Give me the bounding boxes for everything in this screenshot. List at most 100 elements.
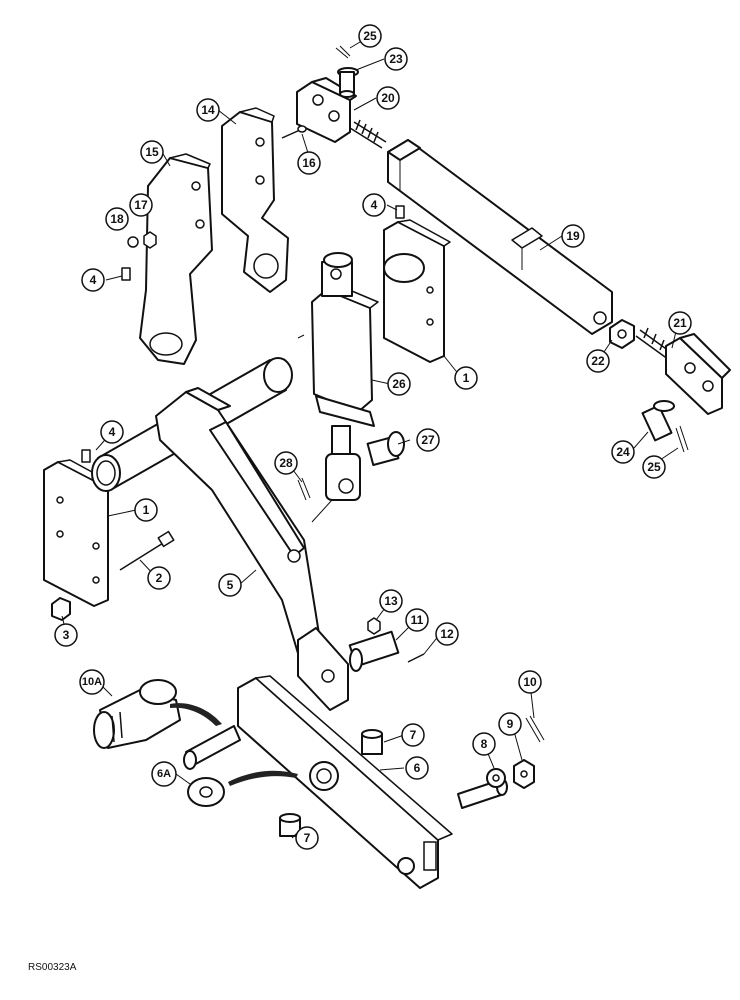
svg-text:23: 23 <box>389 52 403 66</box>
svg-text:28: 28 <box>279 456 293 470</box>
svg-text:17: 17 <box>134 198 148 212</box>
clevis-20 <box>296 77 357 143</box>
callout: 23 <box>384 47 408 71</box>
grease-fitting-4-left <box>81 449 91 463</box>
grease-fitting-4-mid <box>121 267 131 281</box>
castle-nut-9 <box>513 759 535 789</box>
arrow-6A <box>228 770 298 786</box>
callout: 1 <box>134 498 158 522</box>
pin-24 <box>641 400 675 442</box>
callout: 17 <box>129 193 153 217</box>
callout: 19 <box>561 224 585 248</box>
svg-text:11: 11 <box>411 613 424 627</box>
plate-1-left <box>43 459 115 607</box>
arrow-10A <box>170 703 222 726</box>
svg-text:8: 8 <box>481 737 488 751</box>
svg-text:9: 9 <box>507 717 514 731</box>
callout: 1 <box>454 366 478 390</box>
callout: 7 <box>401 723 425 747</box>
svg-text:7: 7 <box>304 831 311 845</box>
bracket-15 <box>139 153 213 365</box>
svg-text:10A: 10A <box>82 676 102 688</box>
callout: 10A <box>79 669 105 695</box>
callout: 8 <box>472 732 496 756</box>
callout: 3 <box>54 623 78 647</box>
cotter-pin-28 <box>297 477 311 501</box>
svg-text:20: 20 <box>381 91 395 105</box>
svg-text:2: 2 <box>156 571 163 585</box>
washer-8 <box>486 768 506 788</box>
bushing-7-upper <box>361 729 383 755</box>
figure-code: RS00323A <box>28 962 77 973</box>
svg-text:4: 4 <box>90 273 97 287</box>
svg-text:5: 5 <box>227 578 234 592</box>
bolt-2 <box>119 530 175 571</box>
spindle-10A <box>93 679 181 749</box>
callout: 4 <box>362 193 386 217</box>
svg-text:10: 10 <box>523 675 537 689</box>
threaded-rod-20 <box>349 119 387 149</box>
callout: 4 <box>100 420 124 444</box>
callout: 10 <box>518 670 542 694</box>
nut-13 <box>367 617 381 635</box>
cylinder-26 <box>311 252 379 501</box>
axle-beam-6 <box>237 675 453 889</box>
pin-23 <box>337 67 359 98</box>
cotter-pin-10 <box>525 715 545 743</box>
svg-text:21: 21 <box>673 316 687 330</box>
svg-text:18: 18 <box>110 212 124 226</box>
spindle-left <box>183 725 241 770</box>
pin-27 <box>366 431 405 466</box>
callout: 20 <box>376 86 400 110</box>
bracket-14 <box>221 107 289 293</box>
hub-6A <box>187 777 225 807</box>
svg-text:14: 14 <box>201 103 215 117</box>
callout: 22 <box>586 349 610 373</box>
svg-text:16: 16 <box>302 156 316 170</box>
clevis-21 <box>665 333 731 415</box>
callout: 12 <box>435 622 459 646</box>
svg-text:4: 4 <box>109 425 116 439</box>
lift-arm-5 <box>155 387 349 711</box>
svg-text:3: 3 <box>63 628 70 642</box>
bolt-12 <box>407 653 425 663</box>
pin-11 <box>348 630 400 672</box>
svg-text:22: 22 <box>591 354 605 368</box>
callout: 13 <box>379 589 403 613</box>
svg-text:7: 7 <box>410 728 417 742</box>
svg-text:27: 27 <box>421 433 435 447</box>
callout: 25 <box>642 455 666 479</box>
svg-text:19: 19 <box>566 229 580 243</box>
svg-text:4: 4 <box>371 198 378 212</box>
svg-text:15: 15 <box>145 145 159 159</box>
callout: 21 <box>668 311 692 335</box>
grease-fitting-4-top <box>395 205 405 219</box>
svg-text:13: 13 <box>384 594 398 608</box>
callout: 14 <box>196 98 220 122</box>
callout: 6A <box>151 761 177 787</box>
callout: 2 <box>147 566 171 590</box>
callout: 28 <box>274 451 298 475</box>
svg-text:25: 25 <box>647 460 661 474</box>
cotter-pin-25-top <box>335 45 351 59</box>
callout: 4 <box>81 268 105 292</box>
callout: 27 <box>416 428 440 452</box>
callout: 6 <box>405 756 429 780</box>
callout: 26 <box>387 372 411 396</box>
washer-18 <box>127 236 139 248</box>
bolt-16 <box>281 125 307 139</box>
svg-text:24: 24 <box>616 445 630 459</box>
svg-text:6A: 6A <box>157 768 171 780</box>
link-tube-19 <box>387 139 613 335</box>
svg-text:25: 25 <box>363 29 377 43</box>
callout: 25 <box>358 24 382 48</box>
callout: 15 <box>140 140 164 164</box>
callout: 7 <box>295 826 319 850</box>
nut-22 <box>609 319 635 349</box>
plate-1-right <box>383 219 451 363</box>
svg-text:12: 12 <box>440 627 454 641</box>
cotter-pin-25-bottom <box>675 425 689 453</box>
callouts: 25 23 20 14 15 16 4 18 17 4 19 21 22 1 2… <box>54 24 692 850</box>
svg-text:26: 26 <box>392 377 406 391</box>
